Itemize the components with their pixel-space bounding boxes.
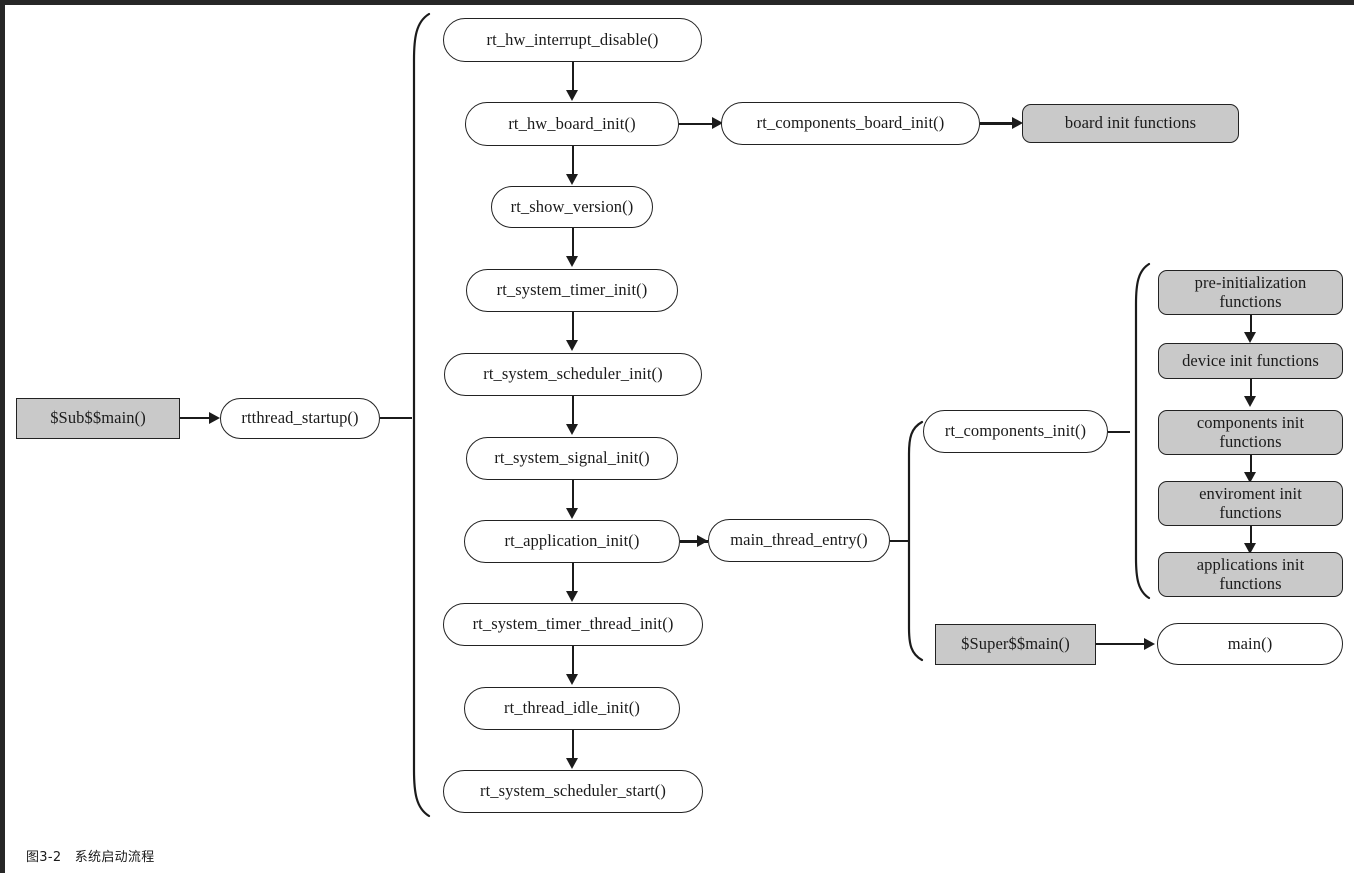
arrowhead-applicationinit-to-mainthreadentry (697, 534, 708, 547)
node-board-init-functions[interactable]: board init functions (1022, 104, 1239, 143)
connector-step-8-9 (571, 730, 574, 759)
node-step-3[interactable]: rt_system_timer_init() (466, 269, 678, 312)
arrowhead-initfn-0-1 (1244, 332, 1256, 343)
node-step-5[interactable]: rt_system_signal_init() (466, 437, 678, 480)
node-rtthread-startup[interactable]: rtthread_startup() (220, 398, 380, 439)
connector-mainthreadentry-to-brace (890, 540, 908, 543)
node-init-fn-2[interactable]: components init functions (1158, 410, 1343, 455)
node-main[interactable]: main() (1157, 623, 1343, 665)
node-super-main[interactable]: $Super$$main() (935, 624, 1096, 665)
connector-step-3-4 (571, 312, 574, 341)
node-sub-main-label: $Sub$$main() (50, 408, 146, 428)
arrowhead-step-1-2 (566, 174, 578, 185)
node-components-board-init[interactable]: rt_components_board_init() (721, 102, 980, 145)
connector-supermain-to-main (1096, 643, 1146, 646)
node-step-0-label: rt_hw_interrupt_disable() (486, 29, 659, 49)
node-components-init[interactable]: rt_components_init() (923, 410, 1108, 453)
node-rtthread-startup-label: rtthread_startup() (241, 408, 359, 428)
node-sub-main[interactable]: $Sub$$main() (16, 398, 180, 439)
node-step-3-label: rt_system_timer_init() (496, 280, 648, 300)
arrowhead-step-4-5 (566, 424, 578, 435)
connector-step-5-6 (571, 480, 574, 509)
node-init-fn-4[interactable]: applications init functions (1158, 552, 1343, 597)
node-step-7-label: rt_system_timer_thread_init() (472, 614, 674, 634)
node-board-init-functions-label: board init functions (1064, 113, 1197, 133)
arrowhead-componentsboardinit-to-boardfns (1012, 116, 1023, 129)
node-step-9-label: rt_system_scheduler_start() (480, 781, 666, 801)
node-main-label: main() (1227, 633, 1273, 653)
arrowhead-step-0-1 (566, 90, 578, 101)
arrowhead-initfn-1-2 (1244, 396, 1256, 407)
arrowhead-submain-to-startup (209, 411, 220, 424)
arrowhead-step-8-9 (566, 758, 578, 769)
page-edge-top (0, 0, 1354, 5)
arrowhead-step-7-8 (566, 674, 578, 685)
node-init-fn-0[interactable]: pre-initialization functions (1158, 270, 1343, 315)
node-step-6[interactable]: rt_application_init() (464, 520, 680, 563)
node-main-thread-entry-label: main_thread_entry() (730, 530, 868, 550)
node-super-main-label: $Super$$main() (961, 634, 1070, 654)
connector-boardinit-to-componentsboardinit (679, 122, 715, 126)
node-components-board-init-label: rt_components_board_init() (756, 113, 945, 133)
connector-submain-to-startup (180, 417, 211, 420)
arrowhead-initfn-3-4 (1244, 543, 1256, 554)
node-init-fn-0-label: pre-initialization functions (1194, 272, 1307, 311)
connector-initfn-1-2 (1249, 379, 1252, 397)
connector-step-1-2 (571, 146, 574, 175)
node-step-6-label: rt_application_init() (504, 531, 640, 551)
node-step-7[interactable]: rt_system_timer_thread_init() (443, 603, 703, 646)
connector-initfn-2-3 (1249, 455, 1252, 474)
node-init-fn-3[interactable]: enviroment init functions (1158, 481, 1343, 526)
arrowhead-supermain-to-main (1144, 637, 1155, 650)
node-init-fn-1[interactable]: device init functions (1158, 343, 1343, 379)
node-init-fn-1-label: device init functions (1182, 350, 1319, 370)
node-step-8[interactable]: rt_thread_idle_init() (464, 687, 680, 730)
node-step-1-label: rt_hw_board_init() (508, 113, 636, 133)
node-init-fn-2-label: components init functions (1196, 412, 1305, 451)
connector-step-2-3 (571, 228, 574, 257)
arrowhead-step-2-3 (566, 256, 578, 267)
arrowhead-step-6-7 (566, 591, 578, 602)
figure-caption: 图3-2 系统启动流程 (26, 850, 155, 865)
node-step-2[interactable]: rt_show_version() (491, 186, 653, 228)
connector-step-4-5 (571, 396, 574, 425)
connector-step-6-7 (571, 563, 574, 592)
node-step-1[interactable]: rt_hw_board_init() (465, 102, 679, 146)
connector-componentsinit-to-brace (1108, 431, 1130, 434)
arrowhead-initfn-2-3 (1244, 472, 1256, 483)
node-init-fn-3-label: enviroment init functions (1199, 483, 1302, 522)
connector-componentsboardinit-to-boardfns (980, 122, 1014, 125)
arrowhead-step-5-6 (566, 508, 578, 519)
connector-startup-to-brace (380, 417, 412, 420)
connector-applicationinit-to-mainthreadentry (680, 540, 708, 543)
connector-initfn-3-4 (1249, 526, 1252, 545)
brace-app-branch (901, 420, 924, 662)
node-step-9[interactable]: rt_system_scheduler_start() (443, 770, 703, 813)
page-edge-left (0, 0, 5, 873)
connector-step-7-8 (571, 646, 574, 675)
brace-startup-chain (404, 12, 431, 818)
arrowhead-step-3-4 (566, 340, 578, 351)
connector-step-0-1 (571, 62, 574, 91)
node-step-4-label: rt_system_scheduler_init() (483, 364, 663, 384)
brace-init-functions (1128, 262, 1151, 600)
connector-initfn-0-1 (1249, 315, 1252, 334)
node-init-fn-4-label: applications init functions (1196, 554, 1305, 593)
node-step-4[interactable]: rt_system_scheduler_init() (444, 353, 702, 396)
arrowhead-boardinit-to-componentsboardinit (712, 117, 723, 130)
node-step-5-label: rt_system_signal_init() (494, 448, 650, 468)
node-step-0[interactable]: rt_hw_interrupt_disable() (443, 18, 702, 62)
node-main-thread-entry[interactable]: main_thread_entry() (708, 519, 890, 562)
node-components-init-label: rt_components_init() (944, 421, 1087, 441)
node-step-8-label: rt_thread_idle_init() (504, 698, 640, 718)
node-step-2-label: rt_show_version() (510, 196, 634, 216)
